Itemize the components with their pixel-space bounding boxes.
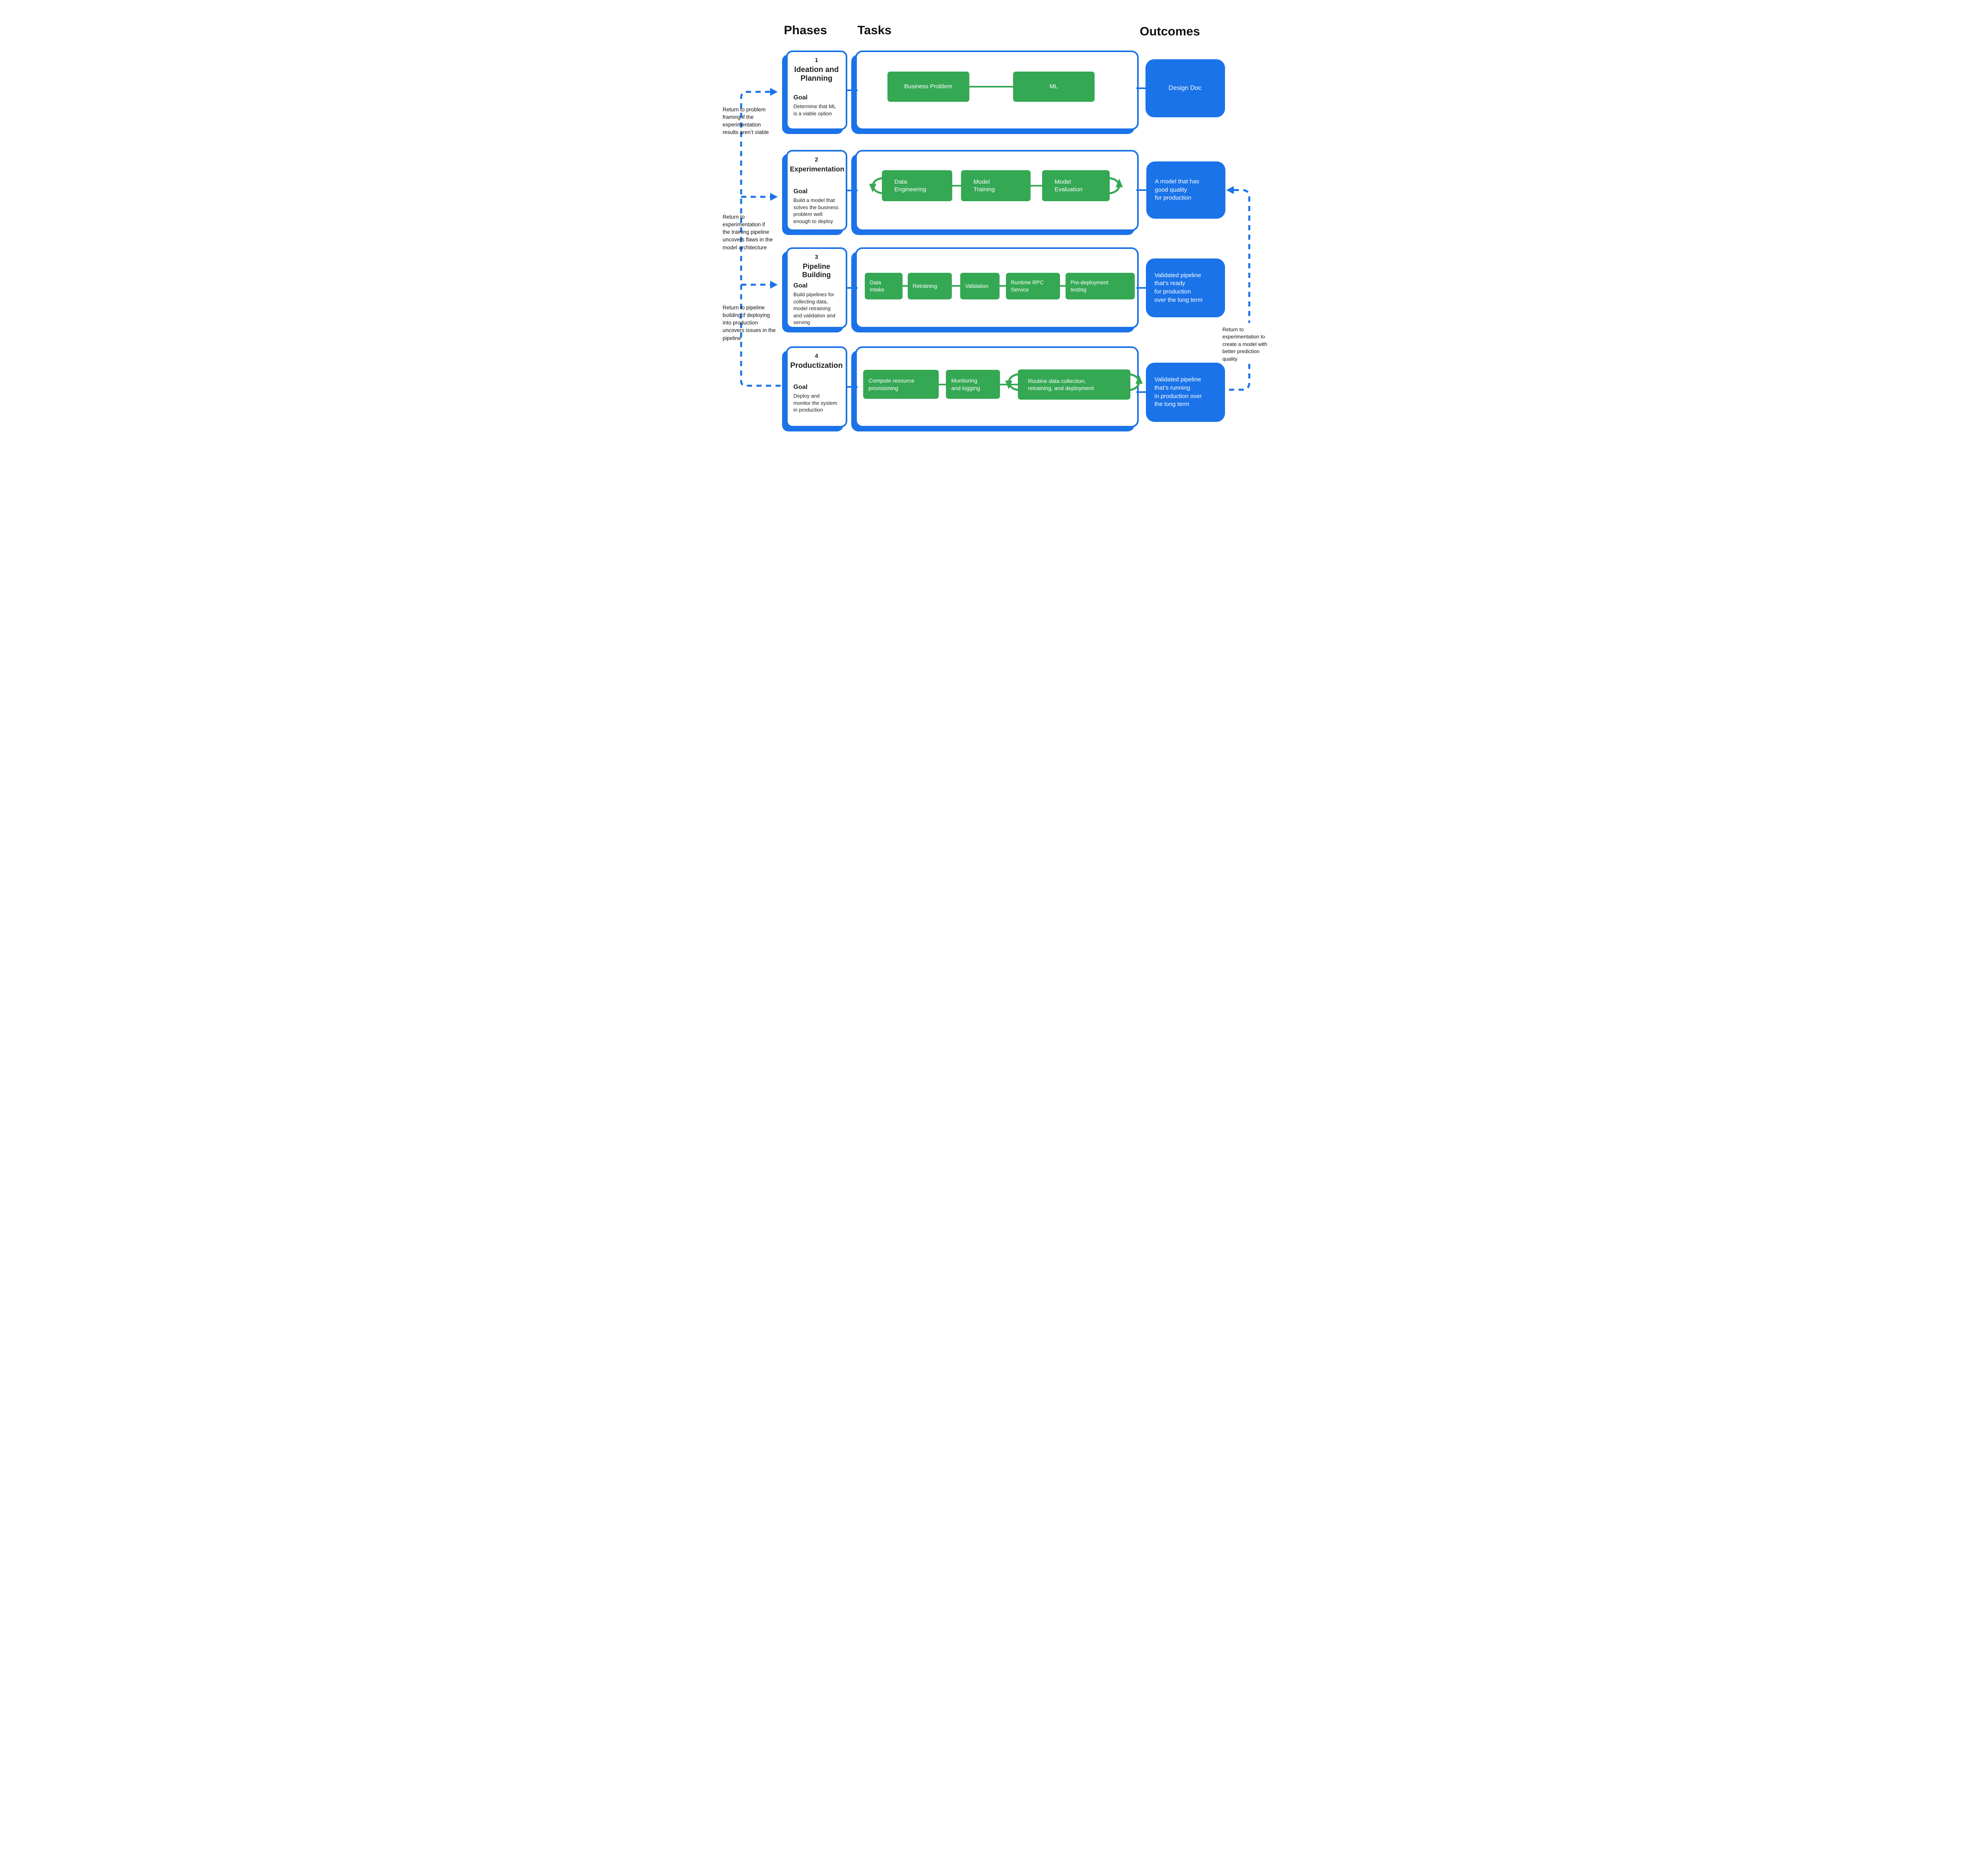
goal-text: Determine that ML is a viable option bbox=[793, 103, 836, 117]
column-header-outcomes: Outcomes bbox=[1140, 24, 1200, 38]
phase-card-productization: 4 Productization Goal Deploy and monitor… bbox=[786, 346, 847, 427]
return-arrowhead-phase1-icon bbox=[770, 88, 778, 96]
goal-text: Build a model that solves the business p… bbox=[793, 197, 839, 224]
goal-label: Goal bbox=[793, 94, 808, 101]
goal-label: Goal bbox=[793, 188, 808, 195]
task-predeployment-testing: Pre-deployment testing bbox=[1065, 273, 1135, 299]
outcome-model-good-quality: A model that has good quality for produc… bbox=[1146, 161, 1225, 219]
task-business-problem: Business Problem bbox=[887, 72, 969, 102]
mlops-phases-diagram: Phases Tasks Outcomes bbox=[712, 0, 1276, 465]
return-arrowhead-outcome2-icon bbox=[1226, 186, 1234, 194]
annotation-return-experimentation-right: Return to experimentation to create a mo… bbox=[1222, 326, 1268, 362]
column-header-phases: Phases bbox=[784, 23, 827, 37]
phase-number: 2 bbox=[815, 156, 818, 163]
goal-label: Goal bbox=[793, 384, 808, 390]
phase-card-experimentation: 2 Experimentation Goal Build a model tha… bbox=[786, 150, 847, 231]
phase-title: Productization bbox=[790, 361, 843, 370]
phase-card-ideation-planning: 1 Ideation and Planning Goal Determine t… bbox=[786, 51, 847, 130]
task-runtime-rpc-service: Runtime RPC Service bbox=[1006, 273, 1060, 299]
annotation-return-experimentation-left: Return to experimentation if the trainin… bbox=[722, 214, 773, 251]
phase-number: 4 bbox=[815, 353, 818, 359]
phase-goal: Goal Determine that ML is a viable optio… bbox=[794, 94, 843, 117]
task-validation: Validation bbox=[960, 273, 1000, 299]
return-path-right-upper bbox=[1233, 189, 1250, 323]
task-monitoring-logging: Monitoring and logging bbox=[945, 370, 1000, 399]
task-compute-resource-provisioning: Compute resource provisioning bbox=[863, 370, 939, 399]
task-model-evaluation: Model Evaluation bbox=[1042, 170, 1110, 201]
task-routine-data-collection: Routine data collection, retraining, and… bbox=[1017, 369, 1130, 400]
phase-title: Pipeline Building bbox=[802, 262, 831, 279]
return-path-right-lower bbox=[1226, 364, 1250, 391]
goal-text: Deploy and monitor the system in product… bbox=[793, 393, 837, 413]
phase-card-pipeline-building: 3 Pipeline Building Goal Build pipelines… bbox=[786, 247, 847, 328]
annotation-return-problem-framing: Return to problem framing if the experim… bbox=[722, 107, 769, 136]
return-arrowhead-phase2-icon bbox=[770, 193, 778, 201]
column-header-tasks: Tasks bbox=[857, 23, 892, 37]
phase-goal: Goal Build a model that solves the busin… bbox=[794, 188, 843, 225]
phase-number: 1 bbox=[815, 57, 818, 64]
task-retraining: Retraining bbox=[907, 273, 952, 299]
task-model-training: Model Training bbox=[961, 170, 1031, 201]
phase-number: 3 bbox=[815, 254, 818, 260]
return-arrowhead-phase3-icon bbox=[770, 281, 778, 289]
phase-title: Ideation and Planning bbox=[794, 66, 839, 83]
phase-goal: Goal Deploy and monitor the system in pr… bbox=[794, 384, 843, 414]
phase-goal: Goal Build pipelines for collecting data… bbox=[794, 282, 843, 326]
outcome-validated-pipeline-running: Validated pipeline that’s running in pro… bbox=[1145, 363, 1225, 422]
goal-text: Build pipelines for collecting data, mod… bbox=[793, 291, 836, 326]
phase-title: Experimentation bbox=[790, 165, 845, 173]
outcome-validated-pipeline-ready: Validated pipeline that’s ready for prod… bbox=[1145, 258, 1225, 317]
annotation-return-pipeline-building: Return to pipeline building if deploying… bbox=[722, 305, 776, 341]
goal-label: Goal bbox=[793, 282, 808, 289]
task-data-intake: Data Intake bbox=[864, 273, 903, 299]
task-ml: ML bbox=[1013, 72, 1095, 102]
outcome-design-doc: Design Doc bbox=[1145, 59, 1225, 117]
task-data-engineering: Data Engineering bbox=[881, 170, 952, 201]
